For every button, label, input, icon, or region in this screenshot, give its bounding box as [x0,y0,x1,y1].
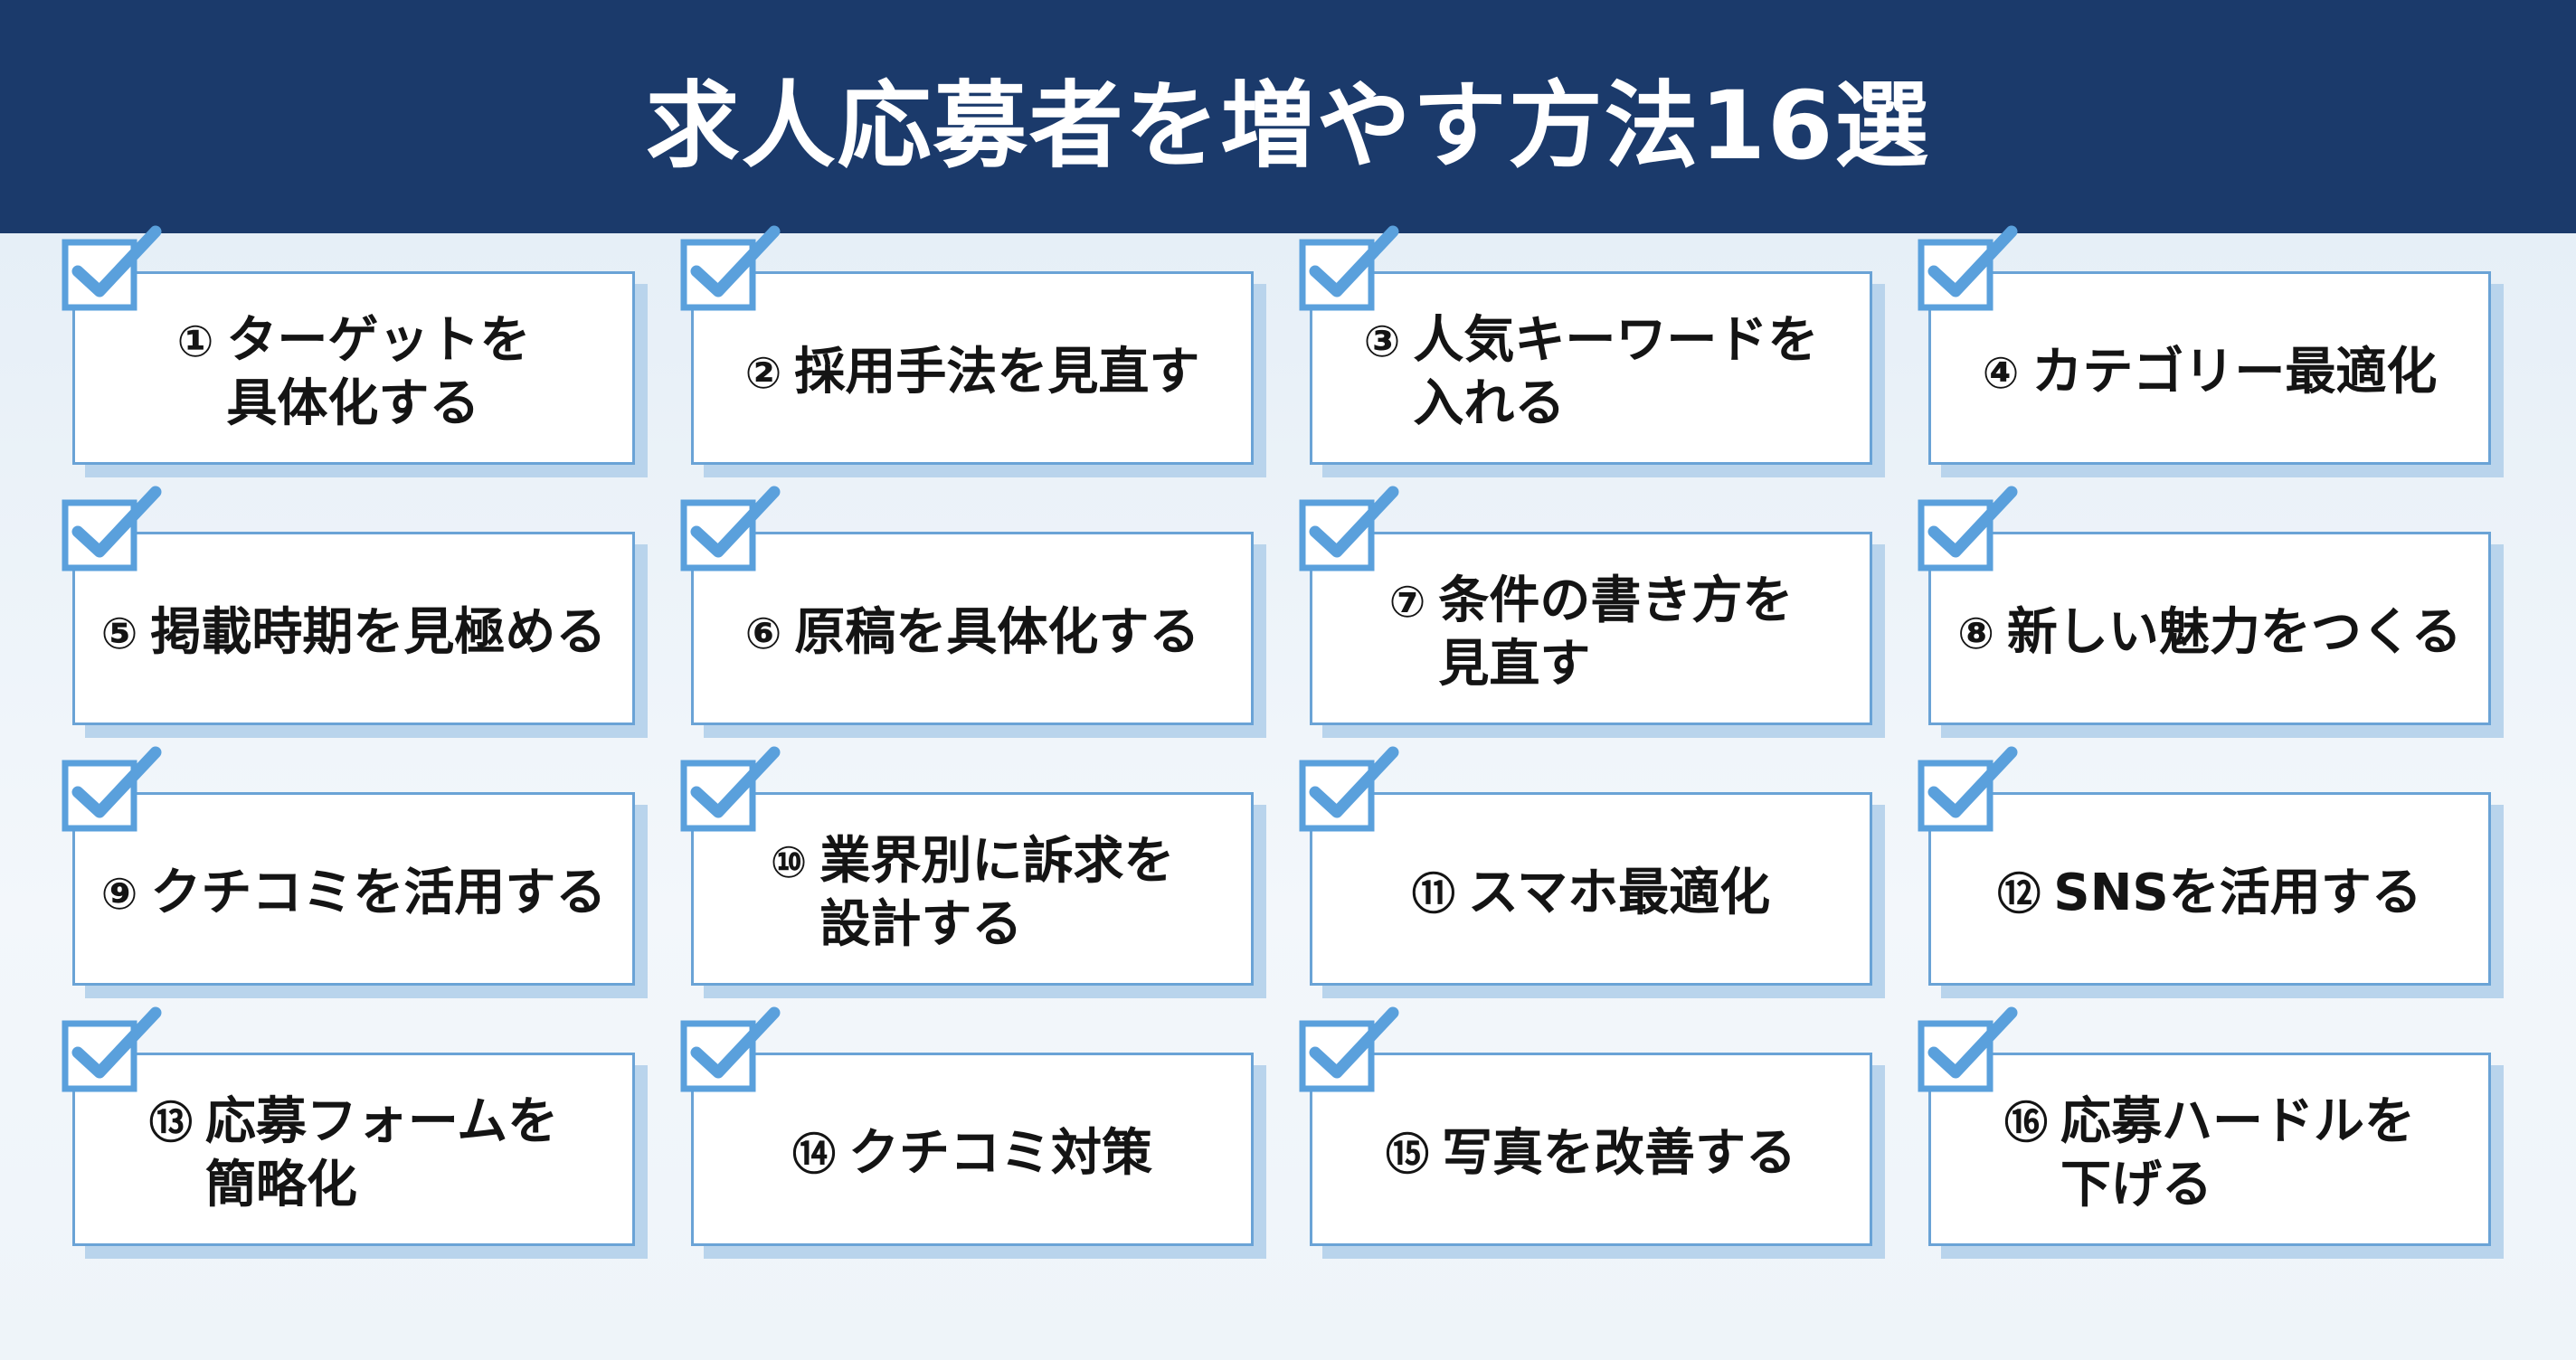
card-box: ⑮ 写真を改善する [1310,1053,1872,1246]
method-text: 新しい魅力をつくる [2006,603,2462,662]
method-number: ③ [1363,316,1401,367]
checkbox-check-icon [1918,225,2018,311]
method-text: カテゴリー最適化 [2031,343,2438,401]
method-text: スマホ最適化 [1467,864,1771,922]
method-number: ② [744,348,782,399]
method-text: クチコミ対策 [848,1124,1152,1183]
method-number: ⑭ [791,1129,836,1180]
method-text: SNSを活用する [2053,864,2422,922]
method-text: 採用手法を見直す [794,343,1200,401]
checkbox-check-icon [680,486,781,571]
method-text: 原稿を具体化する [794,603,1200,662]
checkbox-check-icon [62,1006,162,1092]
method-label: ⑮ 写真を改善する [1386,1122,1796,1185]
checkbox-check-icon [1299,1006,1399,1092]
checkbox-check-icon [62,225,162,311]
method-text: 条件の書き方を 見直す [1438,571,1794,694]
checkbox-check-icon [1918,746,2018,832]
checkbox-check-icon [62,486,162,571]
checkbox-check-icon [680,746,781,832]
method-text: ターゲットを 具体化する [226,311,531,433]
method-number: ⑦ [1388,577,1426,628]
method-text: 人気キーワードを 入れる [1413,311,1819,433]
header-banner: 求人応募者を増やす方法16選 [0,0,2576,233]
page-title: 求人応募者を増やす方法16選 [645,70,1931,181]
method-text: 業界別に訴求を 設計する [819,832,1175,954]
method-text: 応募フォームを 簡略化 [204,1092,559,1214]
method-number: ⑮ [1385,1129,1429,1180]
checkbox-check-icon [1918,486,2018,571]
method-number: ⑯ [2003,1098,2048,1148]
checkbox-check-icon [1299,486,1399,571]
method-number: ① [176,316,214,367]
method-number: ⑫ [1997,869,2041,920]
method-number: ⑤ [100,609,138,659]
method-number: ⑩ [770,837,808,888]
method-number: ⑥ [744,609,782,659]
checkbox-check-icon [1299,746,1399,832]
method-number: ⑧ [1957,609,1994,659]
method-number: ⑬ [148,1098,193,1148]
checkbox-check-icon [680,1006,781,1092]
method-text: 応募ハードルを 下げる [2060,1092,2415,1214]
method-card: ⑮ 写真を改善する [1299,1006,1885,1259]
method-text: 写真を改善する [1442,1124,1796,1183]
checkbox-check-icon [1918,1006,2018,1092]
method-text: 掲載時期を見極める [150,603,607,662]
method-number: ⑨ [100,869,138,920]
method-number: ④ [1982,348,2020,399]
method-text: クチコミを活用する [150,864,607,922]
checkbox-check-icon [1299,225,1399,311]
checkbox-check-icon [680,225,781,311]
checkbox-check-icon [62,746,162,832]
method-number: ⑪ [1411,869,1455,920]
